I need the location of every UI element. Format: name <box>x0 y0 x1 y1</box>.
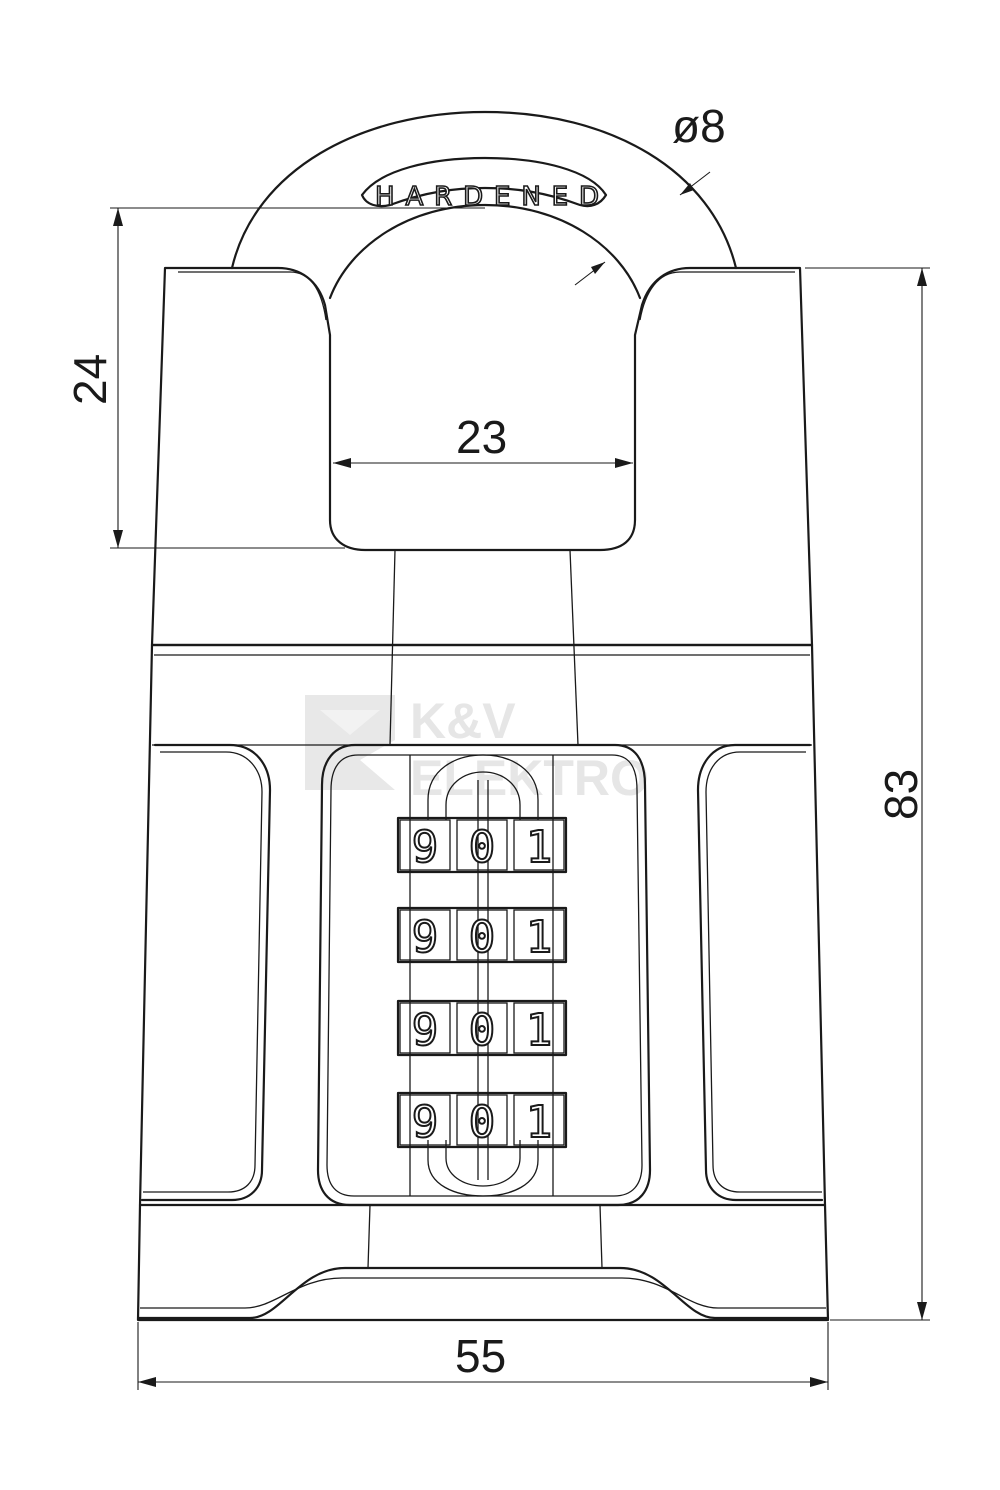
wheel-digit-cell <box>513 819 565 871</box>
hardened-stamp: HARDENED <box>360 156 608 213</box>
wheel-digit-cell <box>399 909 451 961</box>
wheel-digit: 9 <box>412 1005 439 1056</box>
wheel-digit: 1 <box>526 1097 553 1148</box>
watermark-line1: K&V <box>410 693 516 749</box>
wheel-digit: 0 <box>469 1097 496 1148</box>
wheel-digit: 0 <box>469 822 496 873</box>
wheel-digit: 9 <box>412 1097 439 1148</box>
wheel-digit-cell <box>399 1002 451 1054</box>
dimension-shackle-inner-width: 23 <box>333 411 633 468</box>
watermark-logo-icon <box>305 695 395 790</box>
wheel-digit: 9 <box>412 822 439 873</box>
dimension-shackle-diameter: ø8 <box>574 100 726 286</box>
wheel-digit-cell <box>456 819 508 871</box>
watermark-line2: ELEKTRO <box>410 750 649 806</box>
dimension-shackle-clearance: 24 <box>64 207 485 549</box>
wheel-digit: 1 <box>526 1005 553 1056</box>
wheel-digit-cell <box>456 1094 508 1146</box>
wheel-digit-cell <box>456 909 508 961</box>
wheel-outline <box>396 1091 568 1149</box>
wheel-digit: 0 <box>469 1005 496 1056</box>
watermark: K&V ELEKTRO <box>305 693 649 806</box>
dimension-overall-height: 83 <box>805 267 930 1321</box>
dim-shackle-inner-width-label: 23 <box>456 411 507 463</box>
wheel-digit: 9 <box>412 912 439 963</box>
dim-shackle-diameter-label: ø8 <box>672 100 726 152</box>
shackle: HARDENED <box>230 110 738 300</box>
wheel-digit-cell <box>456 1002 508 1054</box>
wheel-outline <box>396 999 568 1057</box>
dimension-body-width: 55 <box>137 1322 829 1390</box>
dim-overall-height-label: 83 <box>875 769 927 820</box>
wheel-outline <box>396 816 568 874</box>
dim-shackle-clearance-label: 24 <box>64 354 116 405</box>
wheel-digit: 1 <box>526 822 553 873</box>
wheel-digit-cell <box>513 909 565 961</box>
wheel-digit-cell <box>513 1002 565 1054</box>
wheel-digit: 0 <box>469 912 496 963</box>
wheel-digit: 1 <box>526 912 553 963</box>
wheel-digit-cell <box>513 1094 565 1146</box>
wheel-digit-cell <box>399 1094 451 1146</box>
dim-body-width-label: 55 <box>455 1330 506 1382</box>
wheel-outline <box>396 906 568 964</box>
lock-body <box>136 266 830 1322</box>
wheel-digit-cell <box>399 819 451 871</box>
